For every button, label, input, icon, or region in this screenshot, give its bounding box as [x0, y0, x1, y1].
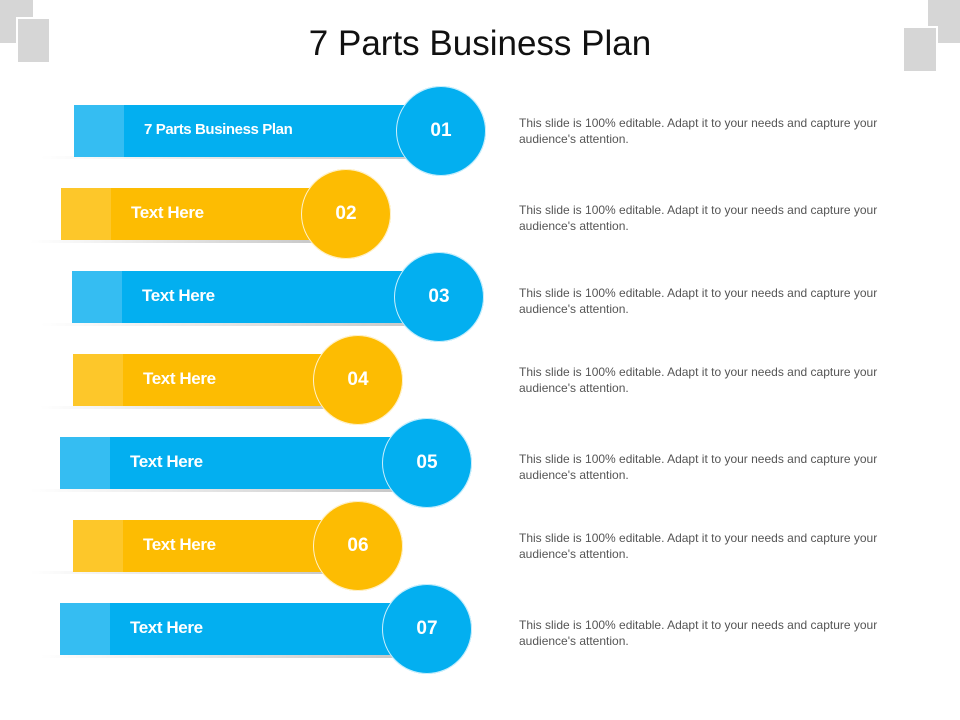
step-06: Text Here 06 This slide is 100% editable… — [0, 500, 960, 600]
step-07: Text Here 07 This slide is 100% editable… — [0, 583, 960, 683]
step-description: This slide is 100% editable. Adapt it to… — [519, 365, 878, 395]
corner-square-top-right-front — [904, 28, 936, 71]
bar-shadow — [40, 156, 440, 159]
step-number-circle: 03 — [394, 252, 484, 342]
step-number-circle: 06 — [313, 501, 403, 591]
bar-cap — [72, 271, 122, 323]
step-label: Text Here — [131, 203, 204, 222]
bar-cap — [60, 437, 110, 489]
bar-cap — [61, 188, 111, 240]
step-02: Text Here 02 This slide is 100% editable… — [0, 168, 960, 268]
step-bar: Text Here — [72, 271, 422, 323]
step-description: This slide is 100% editable. Adapt it to… — [519, 203, 878, 233]
corner-square-top-left-front — [18, 19, 49, 62]
step-05: Text Here 05 This slide is 100% editable… — [0, 417, 960, 517]
bar-shadow — [40, 406, 340, 409]
bar-cap — [74, 105, 124, 157]
bar-shadow — [30, 240, 330, 243]
step-number-circle: 01 — [396, 86, 486, 176]
step-03: Text Here 03 This slide is 100% editable… — [0, 251, 960, 351]
step-description: This slide is 100% editable. Adapt it to… — [519, 531, 878, 561]
bar-shadow — [30, 489, 410, 492]
step-label: Text Here — [130, 452, 203, 471]
step-bar: Text Here — [73, 520, 343, 572]
bar-shadow — [40, 655, 410, 658]
step-description: This slide is 100% editable. Adapt it to… — [519, 286, 878, 316]
step-description: This slide is 100% editable. Adapt it to… — [519, 452, 878, 482]
bar-shadow — [40, 323, 440, 326]
step-bar: Text Here — [73, 354, 343, 406]
step-bar: Text Here — [61, 188, 331, 240]
step-label: 7 Parts Business Plan — [144, 121, 293, 138]
step-description: This slide is 100% editable. Adapt it to… — [519, 116, 878, 146]
bar-shadow — [30, 571, 340, 574]
step-label: Text Here — [143, 369, 216, 388]
step-number-circle: 05 — [382, 418, 472, 508]
step-number-circle: 02 — [301, 169, 391, 259]
step-number-circle: 07 — [382, 584, 472, 674]
step-01: 7 Parts Business Plan 01 This slide is 1… — [0, 85, 960, 185]
bar-cap — [73, 520, 123, 572]
step-label: Text Here — [143, 535, 216, 554]
step-number-circle: 04 — [313, 335, 403, 425]
bar-cap — [60, 603, 110, 655]
step-04: Text Here 04 This slide is 100% editable… — [0, 334, 960, 434]
step-label: Text Here — [130, 618, 203, 637]
step-description: This slide is 100% editable. Adapt it to… — [519, 618, 878, 648]
step-bar: Text Here — [60, 603, 410, 655]
step-bar: 7 Parts Business Plan — [74, 105, 424, 157]
step-label: Text Here — [142, 286, 215, 305]
bar-cap — [73, 354, 123, 406]
step-bar: Text Here — [60, 437, 410, 489]
slide-title: 7 Parts Business Plan — [308, 24, 652, 63]
